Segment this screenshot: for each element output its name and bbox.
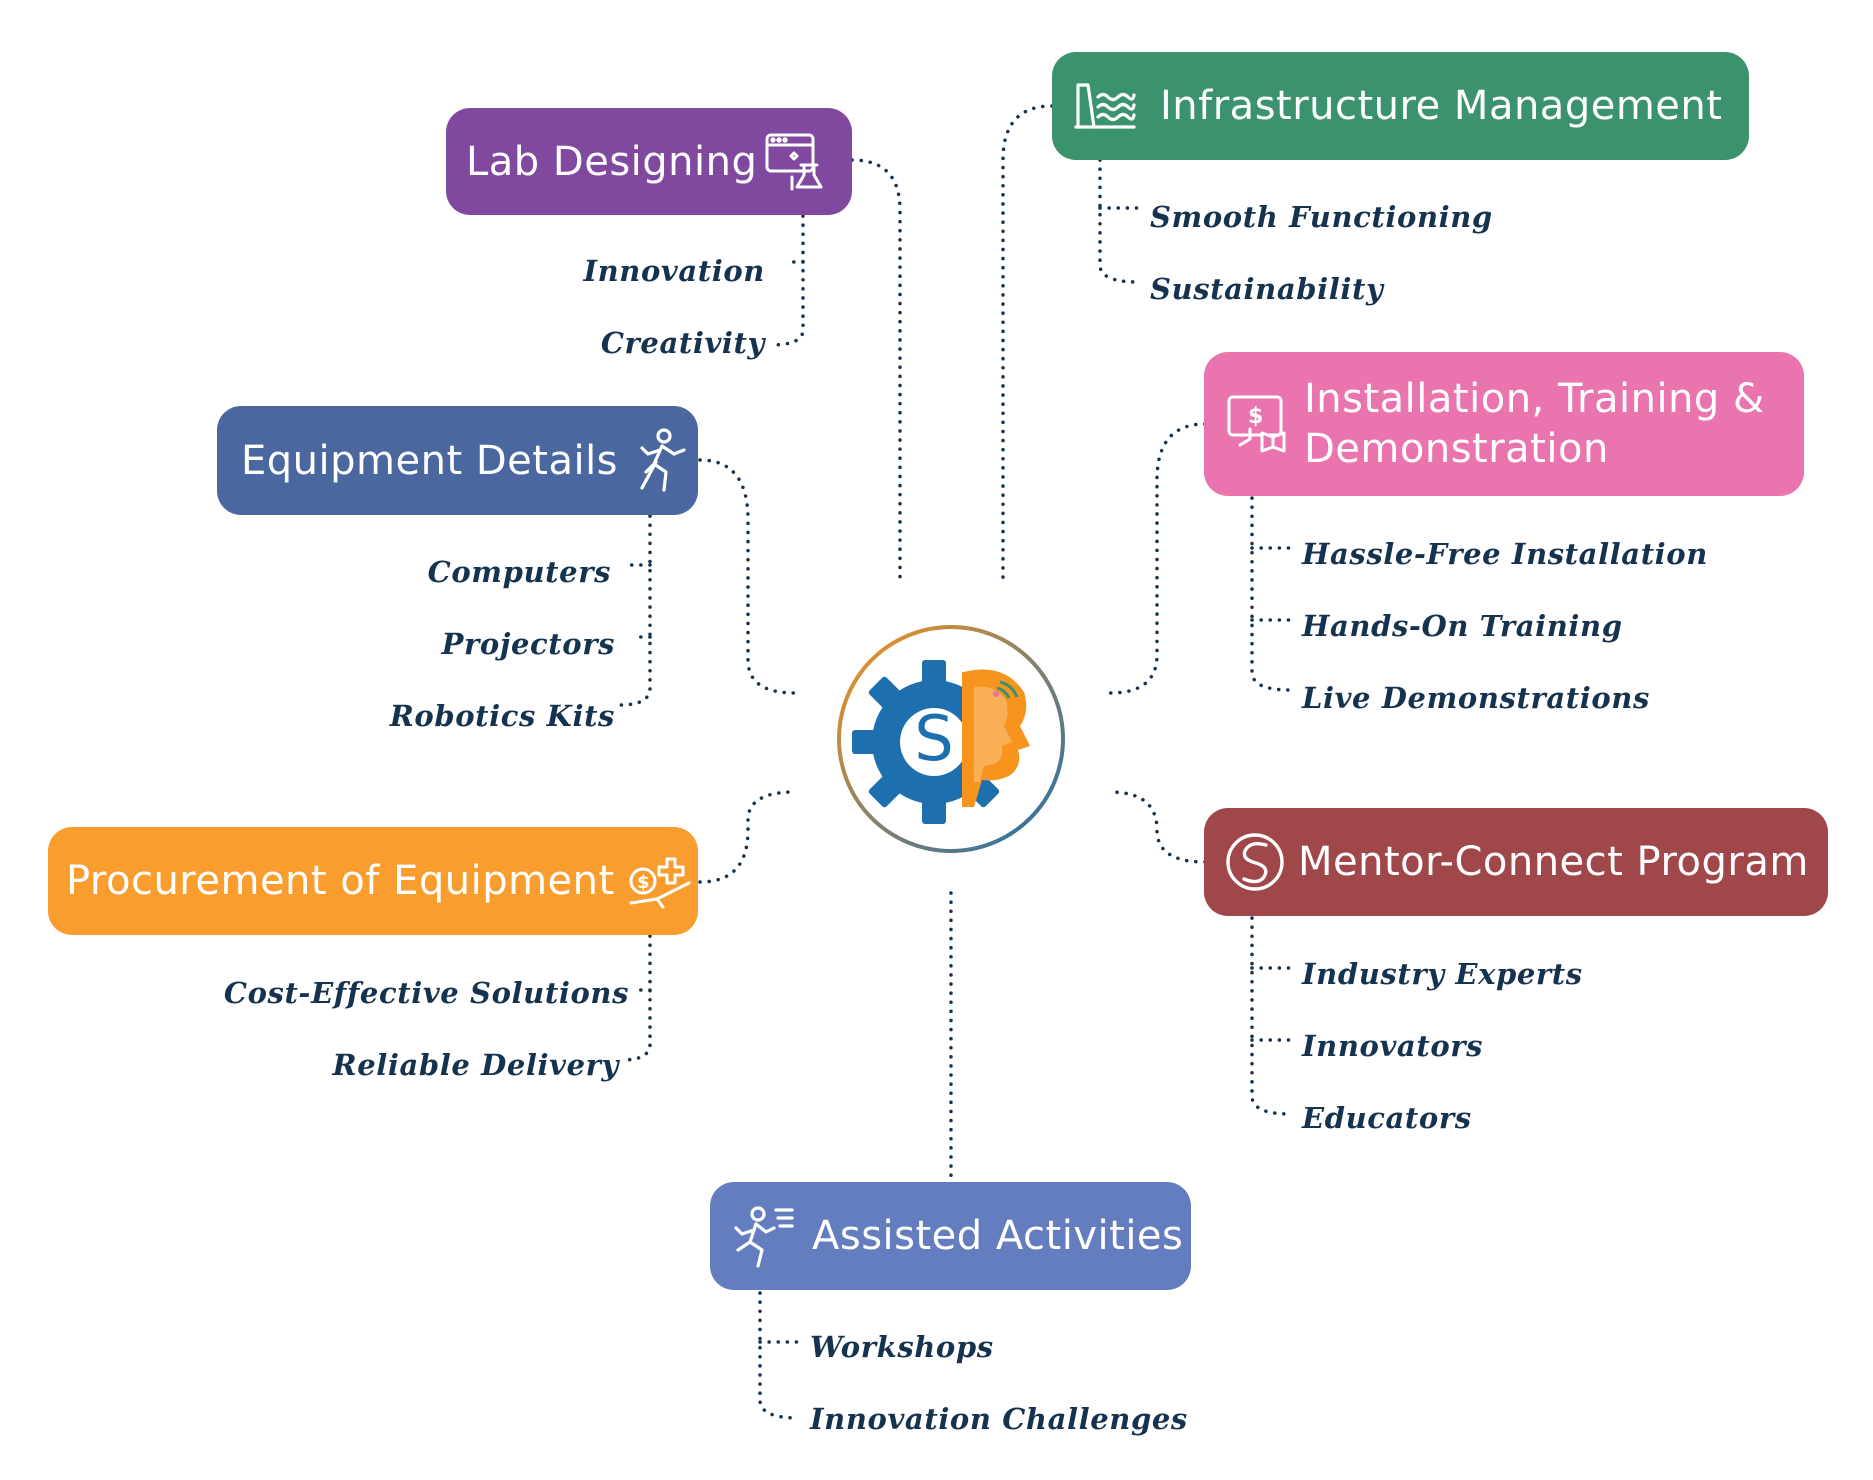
branch-title: Mentor-Connect Program	[1298, 839, 1809, 885]
lab-item-innovation: Innovation	[583, 254, 765, 288]
assisted-activities-box[interactable]: Assisted Activities	[710, 1182, 1191, 1290]
installation-item-live-demos: Live Demonstrations	[1302, 681, 1650, 715]
assisted-item-innovation-challenges: Innovation Challenges	[810, 1402, 1188, 1436]
infra-item-smooth-functioning: Smooth Functioning	[1150, 200, 1493, 234]
infrastructure-icon	[1074, 81, 1136, 131]
mentor-logo-icon	[1224, 831, 1286, 893]
procurement-box[interactable]: Procurement of Equipment $	[48, 827, 698, 935]
procurement-item-reliable-delivery: Reliable Delivery	[332, 1048, 619, 1082]
gear-head-logo-icon: S	[837, 625, 1065, 853]
mentor-connect-box[interactable]: Mentor-Connect Program	[1204, 808, 1828, 916]
equipment-item-robotics-kits: Robotics Kits	[389, 699, 615, 733]
equipment-item-computers: Computers	[427, 555, 611, 589]
mentor-item-industry-experts: Industry Experts	[1302, 957, 1583, 991]
equipment-details-box[interactable]: Equipment Details	[217, 406, 698, 515]
branch-title: Installation, Training & Demonstration	[1304, 376, 1765, 472]
lab-designing-box[interactable]: Lab Designing	[446, 108, 852, 215]
installation-item-hassle-free: Hassle-Free Installation	[1302, 537, 1708, 571]
lab-design-icon	[764, 131, 824, 193]
equipment-item-projectors: Projectors	[441, 627, 615, 661]
installation-item-hands-on: Hands-On Training	[1302, 609, 1623, 643]
mentor-item-educators: Educators	[1302, 1101, 1472, 1135]
svg-text:$: $	[1248, 404, 1264, 429]
infrastructure-management-box[interactable]: Infrastructure Management	[1052, 52, 1749, 160]
hub-logo-letter: S	[914, 702, 953, 775]
branch-title: Procurement of Equipment	[66, 858, 615, 904]
installation-training-box[interactable]: $ Installation, Training & Demonstration	[1204, 352, 1804, 496]
monitor-dollar-icon: $	[1226, 393, 1288, 455]
branch-title: Infrastructure Management	[1160, 83, 1723, 129]
branch-title: Equipment Details	[241, 437, 619, 484]
mentor-item-innovators: Innovators	[1302, 1029, 1484, 1063]
running-person-icon	[732, 1204, 796, 1268]
lab-item-creativity: Creativity	[600, 326, 765, 360]
procurement-item-cost-effective: Cost-Effective Solutions	[223, 976, 629, 1010]
svg-text:$: $	[637, 872, 650, 893]
person-icon	[634, 427, 686, 494]
infra-item-sustainability: Sustainability	[1150, 272, 1384, 306]
branch-title: Assisted Activities	[812, 1213, 1184, 1259]
coin-hand-icon: $	[627, 853, 693, 909]
assisted-item-workshops: Workshops	[810, 1330, 994, 1364]
branch-title: Lab Designing	[466, 138, 758, 185]
center-logo: S	[834, 622, 1068, 856]
